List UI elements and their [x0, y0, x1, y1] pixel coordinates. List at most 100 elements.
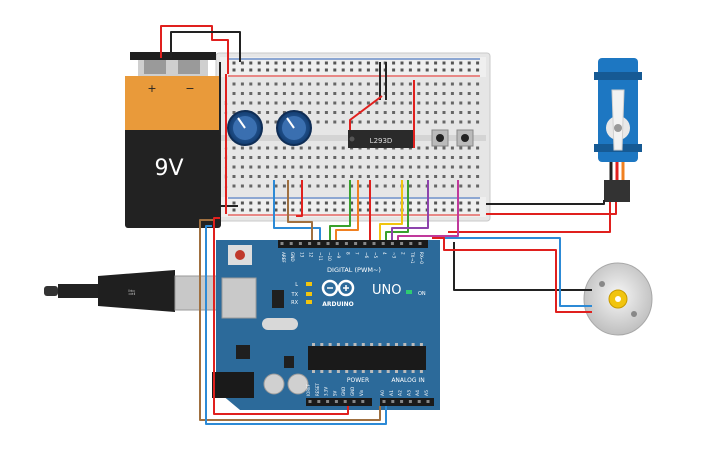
terminal-hole [333, 101, 337, 105]
analog-pin[interactable] [391, 400, 395, 403]
terminal-hole [291, 156, 295, 159]
terminal-hole [350, 92, 354, 95]
digital-pin[interactable] [317, 242, 321, 245]
analog-pin[interactable] [408, 400, 412, 403]
digital-pin[interactable] [372, 242, 376, 245]
rail-hole [442, 208, 446, 212]
wire-yellow [379, 180, 403, 240]
terminal-hole [341, 101, 345, 105]
analog-pin[interactable] [382, 400, 386, 403]
rail-hole [350, 208, 354, 212]
rail-hole [249, 201, 253, 205]
terminal-hole [408, 111, 412, 114]
terminal-hole [392, 156, 396, 159]
digital-pin[interactable] [289, 242, 293, 245]
analog-pin[interactable] [417, 400, 421, 403]
crystal-oscillator [262, 318, 298, 330]
rail-hole [274, 68, 278, 72]
terminal-hole [274, 156, 278, 159]
led-l-label: L [295, 282, 298, 288]
terminal-hole [375, 120, 379, 124]
digital-pin[interactable] [326, 242, 330, 245]
led-rx-label: RX [291, 300, 298, 306]
terminal-hole [282, 175, 286, 178]
power-pin[interactable] [326, 400, 330, 403]
terminal-hole [316, 146, 320, 150]
terminal-hole [240, 165, 244, 169]
terminal-hole [366, 92, 370, 95]
terminal-hole [240, 101, 244, 105]
terminal-hole [392, 82, 396, 86]
terminal-hole [417, 120, 421, 124]
digital-pin[interactable] [418, 242, 422, 245]
digital-pin[interactable] [298, 242, 302, 245]
rail-hole [324, 68, 328, 72]
digital-pin[interactable] [335, 242, 339, 245]
power-header [306, 398, 372, 406]
terminal-hole [350, 156, 354, 159]
terminal-hole [408, 92, 412, 95]
potentiometer-2[interactable] [276, 110, 312, 146]
rail-hole [282, 61, 286, 65]
analog-pin[interactable] [400, 400, 404, 403]
push-button-1[interactable] [431, 129, 449, 147]
power-pin[interactable] [361, 400, 365, 403]
rail-hole [450, 68, 454, 72]
terminal-hole [249, 165, 253, 169]
power-pin[interactable] [308, 400, 312, 403]
terminal-hole [434, 156, 438, 159]
digital-pin[interactable] [363, 242, 367, 245]
digital-pin[interactable] [409, 242, 413, 245]
terminal-hole [333, 111, 337, 114]
power-pin[interactable] [343, 400, 347, 403]
terminal-hole [375, 184, 379, 188]
push-button-2[interactable] [456, 129, 474, 147]
terminal-hole [341, 92, 345, 95]
digital-pin[interactable] [381, 242, 385, 245]
digital-pin[interactable] [400, 242, 404, 245]
terminal-hole [240, 184, 244, 188]
servo-screw [614, 124, 622, 132]
rail-hole [442, 201, 446, 205]
rail-hole [274, 208, 278, 212]
digital-pin[interactable] [390, 242, 394, 245]
digital-pin-label: TX→1 [410, 251, 415, 264]
digital-pin[interactable] [308, 242, 312, 245]
power-pin[interactable] [352, 400, 356, 403]
terminal-hole [291, 184, 295, 188]
terminal-hole [316, 175, 320, 178]
reset-button-cap[interactable] [235, 250, 245, 260]
digital-pin[interactable] [354, 242, 358, 245]
potentiometer-1[interactable] [227, 110, 263, 146]
terminal-hole [257, 146, 261, 150]
analog-pin[interactable] [426, 400, 430, 403]
analog-pin-label: A1 [389, 390, 395, 396]
terminal-hole [232, 175, 236, 178]
terminal-hole [341, 82, 345, 86]
rail-hole [308, 201, 312, 205]
wire-red-loop [213, 217, 349, 415]
digital-pin[interactable] [280, 242, 284, 245]
terminal-hole [274, 146, 278, 150]
terminal-hole [232, 101, 236, 105]
rail-hole [366, 201, 370, 205]
terminal-hole [459, 146, 463, 150]
terminal-hole [442, 146, 446, 150]
digital-pin-label: ~6 [364, 252, 369, 259]
dc-motor [583, 262, 653, 336]
digital-pin[interactable] [344, 242, 348, 245]
terminal-hole [434, 111, 438, 114]
terminal-hole [400, 175, 404, 178]
terminal-hole [324, 175, 328, 178]
terminal-hole [442, 92, 446, 95]
terminal-hole [383, 184, 387, 188]
wires [160, 25, 617, 425]
digital-pin-label: GND [290, 252, 295, 262]
power-pin[interactable] [317, 400, 321, 403]
power-pin[interactable] [334, 400, 338, 403]
terminal-hole [442, 111, 446, 114]
